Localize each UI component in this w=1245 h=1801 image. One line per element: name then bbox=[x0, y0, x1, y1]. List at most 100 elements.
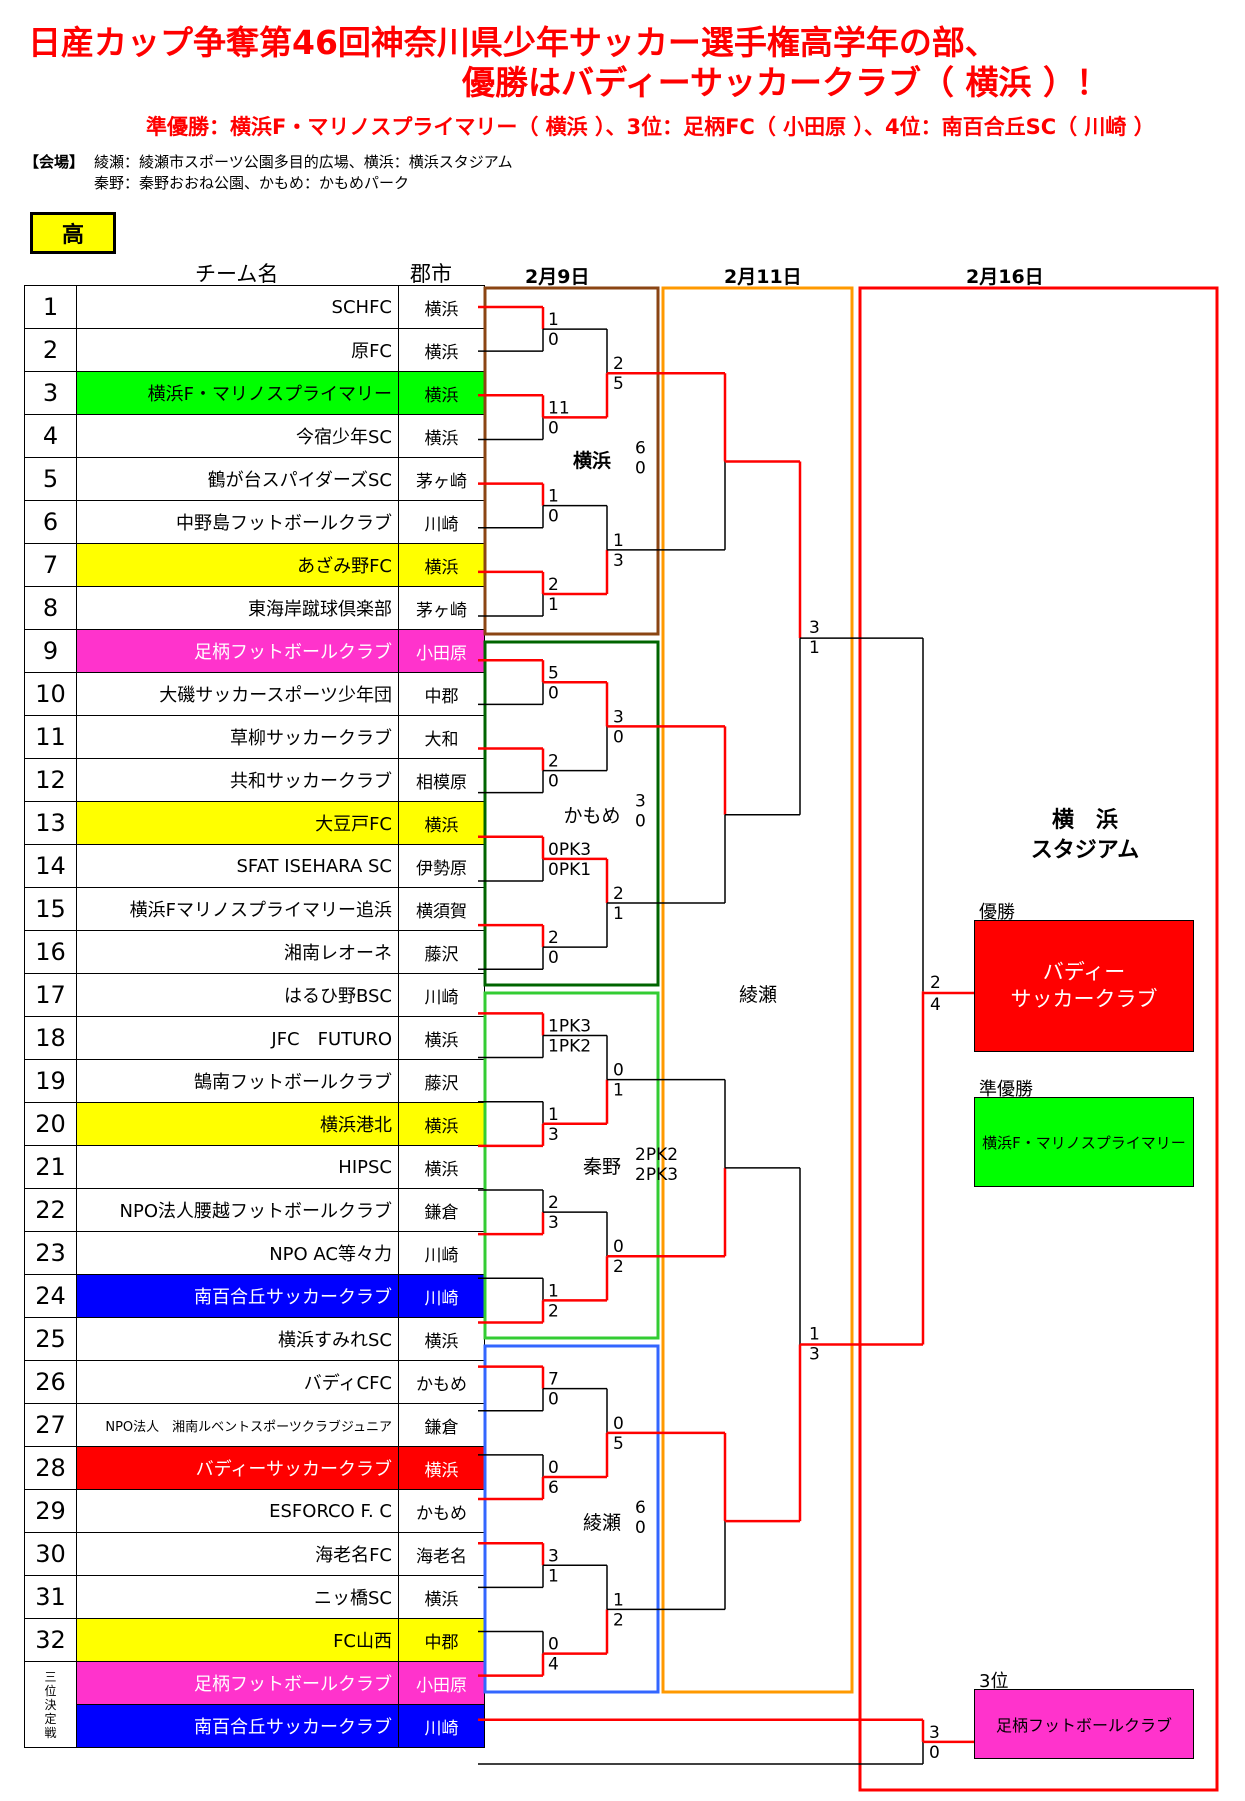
playoff-team-city: 小田原 bbox=[398, 1661, 485, 1705]
venue-label-hadano: 秦野 bbox=[583, 1156, 621, 1178]
team-name: バディCFC bbox=[76, 1360, 399, 1404]
score-r1: 1 bbox=[548, 595, 559, 615]
team-number: 20 bbox=[24, 1102, 77, 1146]
team-number: 22 bbox=[24, 1188, 77, 1232]
champion-label: 優勝 bbox=[979, 902, 1015, 923]
venue-label-ayase: 綾瀬 bbox=[583, 1512, 621, 1534]
team-city: 大和 bbox=[398, 715, 485, 759]
team-number: 4 bbox=[24, 414, 77, 458]
team-name: 海老名FC bbox=[76, 1532, 399, 1576]
team-name: 横浜港北 bbox=[76, 1102, 399, 1146]
team-name: NPO法人腰越フットボールクラブ bbox=[76, 1188, 399, 1232]
champion-box: バディー サッカークラブ bbox=[974, 920, 1194, 1052]
score-r1: 1 bbox=[548, 1566, 559, 1586]
score-r1: 1 bbox=[548, 310, 559, 330]
header-team: チーム名 bbox=[195, 262, 279, 286]
team-city: 小田原 bbox=[398, 629, 485, 673]
team-number: 12 bbox=[24, 758, 77, 802]
team-city: 茅ヶ崎 bbox=[398, 586, 485, 630]
team-name: HIPSC bbox=[76, 1145, 399, 1189]
team-number: 23 bbox=[24, 1231, 77, 1275]
venue-line1: 綾瀬：綾瀬市スポーツ公園多目的広場、横浜：横浜スタジアム bbox=[94, 153, 513, 171]
score-qf: 6 bbox=[635, 439, 646, 459]
score-r2: 0 bbox=[613, 727, 624, 747]
team-number: 27 bbox=[24, 1403, 77, 1447]
score-r1: 0 bbox=[548, 772, 559, 792]
playoff-team-name: 南百合丘サッカークラブ bbox=[76, 1704, 399, 1748]
team-city: 中郡 bbox=[398, 1618, 485, 1662]
team-name: 横浜F・マリノスプライマリー bbox=[76, 371, 399, 415]
team-city: 横浜 bbox=[398, 1446, 485, 1490]
venue-label: 【会場】 bbox=[24, 153, 85, 171]
team-name: 中野島フットボールクラブ bbox=[76, 500, 399, 544]
venue-label-ayase-day2: 綾瀬 bbox=[739, 984, 777, 1006]
score-playoff: 3 bbox=[929, 1723, 940, 1743]
team-city: 相模原 bbox=[398, 758, 485, 802]
team-number: 14 bbox=[24, 844, 77, 888]
team-name: 横浜Fマリノスプライマリー追浜 bbox=[76, 887, 399, 931]
team-number: 2 bbox=[24, 328, 77, 372]
team-city: かもめ bbox=[398, 1360, 485, 1404]
team-city: 横浜 bbox=[398, 285, 485, 329]
score-r2: 0 bbox=[613, 1061, 624, 1081]
team-number: 21 bbox=[24, 1145, 77, 1189]
team-name: 鵠南フットボールクラブ bbox=[76, 1059, 399, 1103]
score-qf: 2PK3 bbox=[635, 1165, 678, 1185]
team-name: 足柄フットボールクラブ bbox=[76, 629, 399, 673]
team-city: 川崎 bbox=[398, 1274, 485, 1318]
score-r2: 1 bbox=[613, 531, 624, 551]
score-playoff: 0 bbox=[929, 1743, 940, 1763]
team-number: 5 bbox=[24, 457, 77, 501]
team-name: 湘南レオーネ bbox=[76, 930, 399, 974]
score-sf: 3 bbox=[809, 1345, 820, 1365]
score-r1: 1PK2 bbox=[548, 1036, 591, 1056]
champion-name: バディー サッカークラブ bbox=[1010, 960, 1158, 1011]
third-label: 3位 bbox=[979, 1671, 1009, 1692]
venue-box-day3 bbox=[858, 286, 1219, 1792]
team-name: はるひ野BSC bbox=[76, 973, 399, 1017]
team-number: 6 bbox=[24, 500, 77, 544]
score-r1: 7 bbox=[548, 1370, 559, 1390]
score-qf: 0 bbox=[635, 459, 646, 479]
team-city: 横浜 bbox=[398, 371, 485, 415]
score-r1: 0 bbox=[548, 1390, 559, 1410]
score-r1: 2 bbox=[548, 928, 559, 948]
team-city: 川崎 bbox=[398, 1231, 485, 1275]
venue-box-yokohama bbox=[483, 286, 660, 636]
venue-label-kamome: かもめ bbox=[563, 805, 620, 827]
team-city: 横浜 bbox=[398, 414, 485, 458]
team-name: 共和サッカークラブ bbox=[76, 758, 399, 802]
score-r2: 1 bbox=[613, 1590, 624, 1610]
score-r1: 2 bbox=[548, 752, 559, 772]
score-r1: 0PK1 bbox=[548, 860, 591, 880]
team-number: 13 bbox=[24, 801, 77, 845]
score-r1: 5 bbox=[548, 663, 559, 683]
score-r1: 0 bbox=[548, 507, 559, 527]
playoff-team-city: 川崎 bbox=[398, 1704, 485, 1748]
score-sf: 1 bbox=[809, 638, 820, 658]
score-r1: 11 bbox=[548, 398, 570, 418]
score-qf: 6 bbox=[635, 1498, 646, 1518]
team-city: 横浜 bbox=[398, 543, 485, 587]
playoff-label: 三位決定戦 bbox=[24, 1661, 77, 1748]
team-city: 横浜 bbox=[398, 1016, 485, 1060]
team-name: 鶴が台スパイダーズSC bbox=[76, 457, 399, 501]
team-number: 29 bbox=[24, 1489, 77, 1533]
team-city: 鎌倉 bbox=[398, 1403, 485, 1447]
